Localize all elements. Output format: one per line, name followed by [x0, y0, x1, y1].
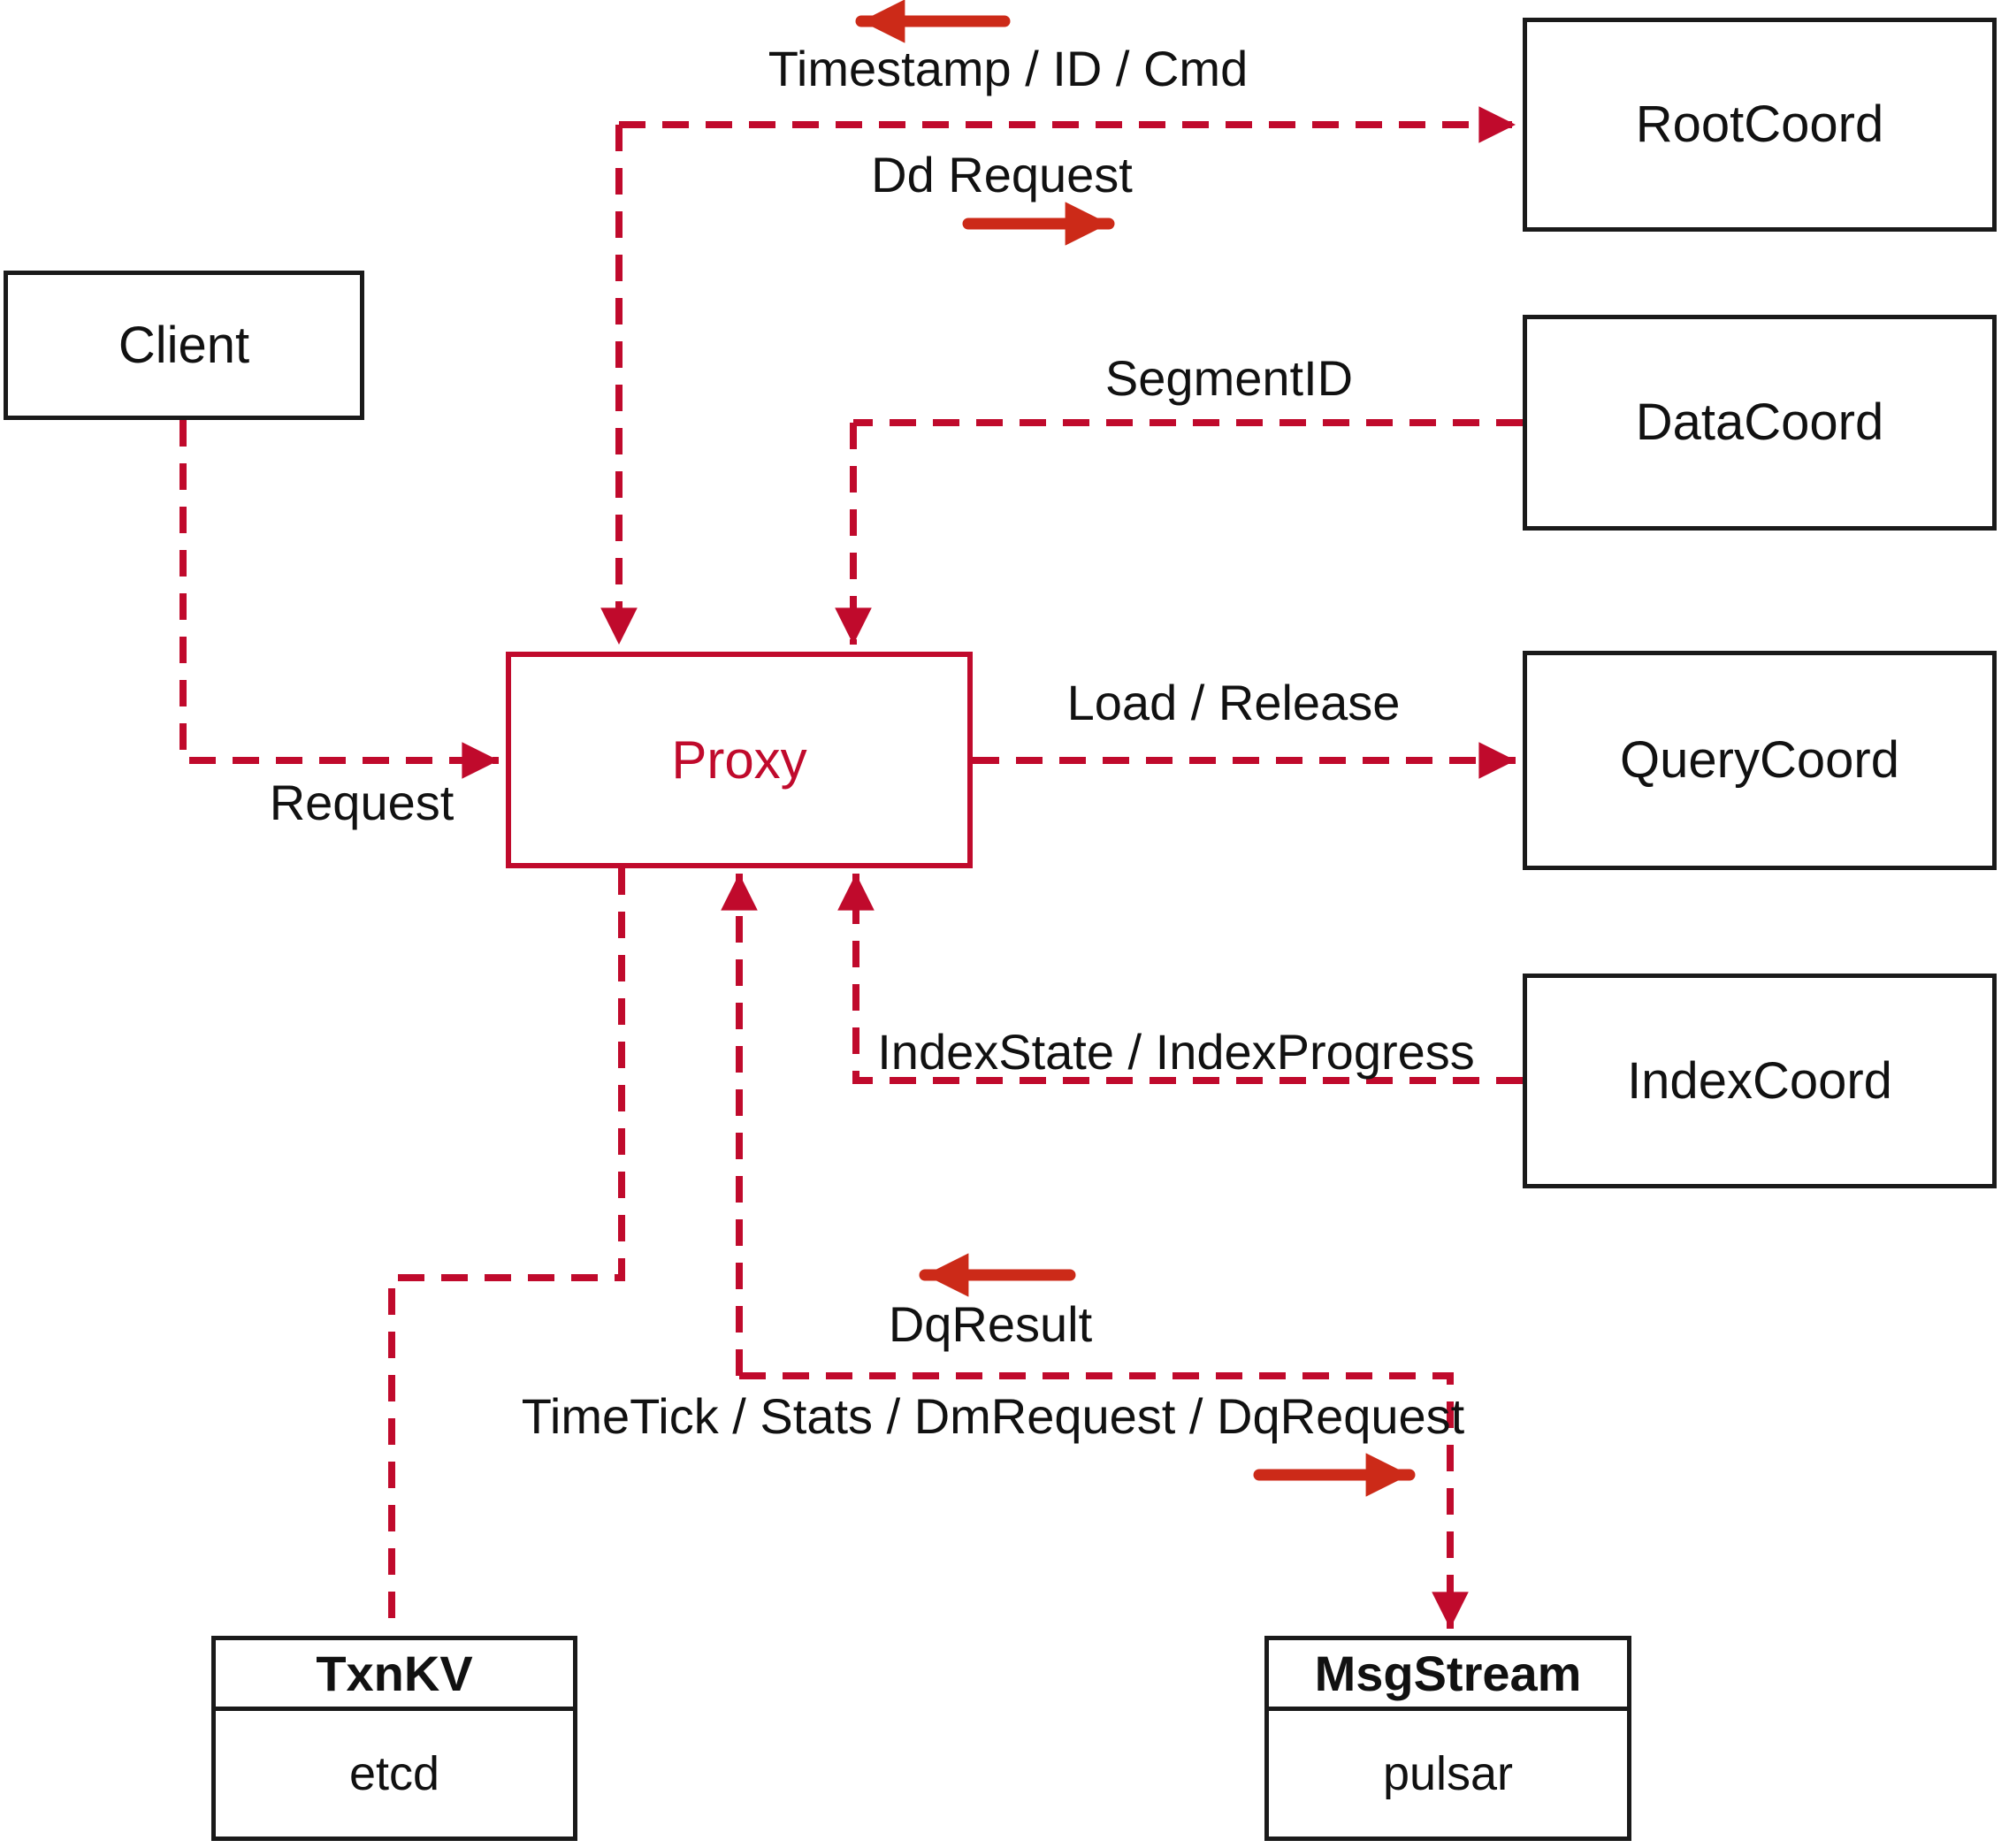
edge-label-timetick: TimeTick / Stats / DmRequest / DqRequest — [521, 1388, 1465, 1445]
edge-label-request: Request — [269, 775, 455, 831]
edge-label-segment-id: SegmentID — [1104, 350, 1354, 407]
node-querycoord-label: QueryCoord — [1620, 731, 1899, 789]
node-txnkv-impl: etcd — [348, 1747, 440, 1800]
edge-proxy-msgstream-down — [739, 1372, 1469, 1629]
node-txnkv-title: TxnKV — [216, 1640, 573, 1711]
node-rootcoord-label: RootCoord — [1635, 95, 1884, 153]
node-client-label: Client — [118, 316, 250, 374]
node-proxy: Proxy — [506, 652, 973, 868]
node-datacoord-label: DataCoord — [1635, 393, 1884, 451]
edge-label-dd-request: Dd Request — [871, 147, 1133, 203]
edge-label-timestamp-id-cmd: Timestamp / ID / Cmd — [768, 41, 1249, 97]
edge-client-proxy — [180, 420, 499, 779]
node-querycoord: QueryCoord — [1523, 651, 1997, 870]
node-rootcoord: RootCoord — [1523, 18, 1997, 232]
node-msgstream-title: MsgStream — [1269, 1640, 1627, 1711]
node-indexcoord: IndexCoord — [1523, 974, 1997, 1188]
node-msgstream: MsgStream pulsar — [1264, 1636, 1631, 1841]
node-txnkv: TxnKV etcd — [211, 1636, 577, 1841]
edge-label-index-state: IndexState / IndexProgress — [877, 1024, 1475, 1081]
edge-label-load-release: Load / Release — [1066, 675, 1401, 731]
node-client: Client — [4, 271, 364, 420]
edge-proxy-txnkv — [388, 868, 625, 1634]
node-proxy-label: Proxy — [671, 729, 807, 790]
node-indexcoord-label: IndexCoord — [1627, 1051, 1892, 1110]
edge-label-dq-result: DqResult — [888, 1296, 1093, 1353]
edge-indexcoord-proxy — [837, 874, 1523, 1084]
node-msgstream-impl: pulsar — [1382, 1747, 1514, 1800]
node-datacoord: DataCoord — [1523, 315, 1997, 531]
